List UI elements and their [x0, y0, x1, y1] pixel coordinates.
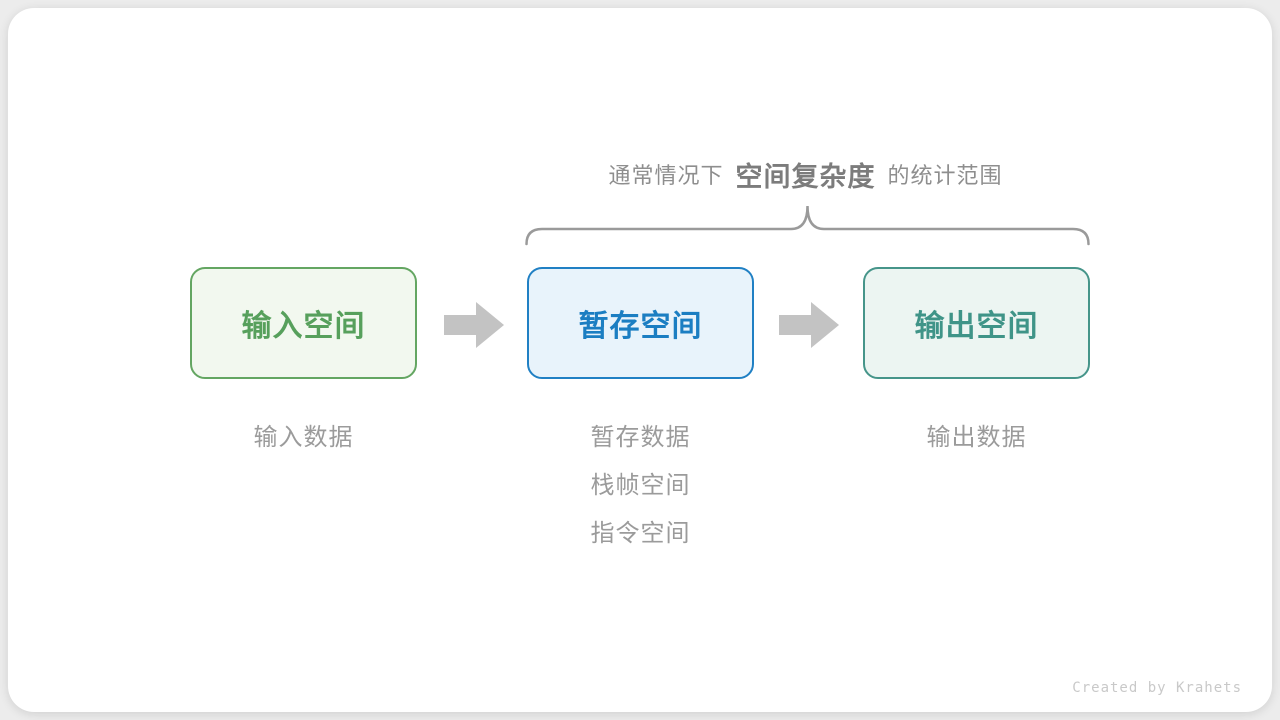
temp-space-box: 暂存空间 [527, 267, 754, 379]
output-space-sublabels: 输出数据 [863, 414, 1090, 462]
arrow-right-shape [779, 302, 839, 348]
arrow-right-icon [779, 302, 839, 348]
temp-space-sublabels: 暂存数据 栈帧空间 指令空间 [527, 414, 754, 558]
arrow-right-shape [444, 302, 504, 348]
curly-brace [525, 205, 1090, 246]
stack-frame-label: 栈帧空间 [590, 472, 691, 499]
credit-text: Created by Krahets [1072, 680, 1242, 696]
scope-title: 通常情况下 空间复杂度 的统计范围 [473, 148, 1138, 200]
diagram-canvas: 通常情况下 空间复杂度 的统计范围 输入空间 暂存空间 输出空间 输入数据 暂存… [8, 8, 1272, 712]
output-space-box: 输出空间 [863, 267, 1090, 379]
arrow-right-icon [444, 302, 504, 348]
title-prefix: 通常情况下 [608, 163, 724, 188]
input-space-label: 输入空间 [241, 310, 366, 343]
input-space-box: 输入空间 [190, 267, 417, 379]
output-data-label: 输出数据 [926, 424, 1027, 451]
instruction-space-label: 指令空间 [590, 520, 691, 547]
temp-space-label: 暂存空间 [578, 310, 703, 343]
temp-data-label: 暂存数据 [590, 424, 691, 451]
input-space-sublabels: 输入数据 [190, 414, 417, 462]
title-highlight: 空间复杂度 [735, 161, 876, 192]
output-space-label: 输出空间 [914, 310, 1039, 343]
curly-brace-path [525, 205, 1090, 246]
title-suffix: 的统计范围 [887, 163, 1003, 188]
input-data-label: 输入数据 [253, 424, 354, 451]
